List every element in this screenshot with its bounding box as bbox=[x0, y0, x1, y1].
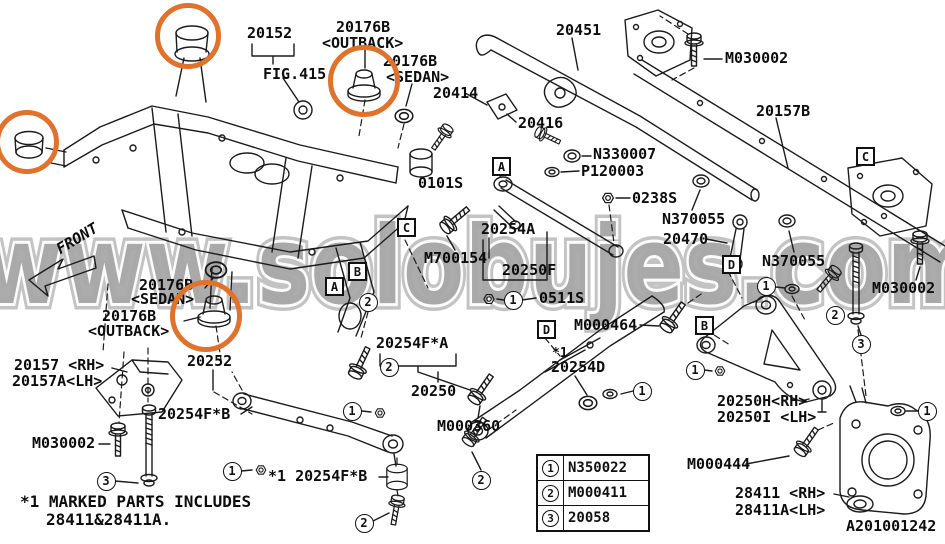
callout-number-1-8: 1 bbox=[756, 276, 776, 296]
part-label-20451-6: 20451 bbox=[556, 21, 602, 39]
part-label-20176b-23: 20176B bbox=[139, 276, 194, 294]
legend-row-20058: 3 20058 bbox=[538, 506, 648, 530]
part-label-p120003-12: P120003 bbox=[581, 162, 645, 180]
callout-number-1-11: 1 bbox=[685, 360, 705, 380]
part-label-20254f-a-32: 20254F*A bbox=[376, 334, 449, 352]
part-label-20250-33: 20250 bbox=[411, 382, 457, 400]
legend-number-3: 3 bbox=[542, 509, 559, 527]
legend-part-number: M000411 bbox=[568, 485, 628, 501]
part-label-20157a-lh-28: 20157A<LH> bbox=[12, 372, 103, 390]
part-label-20470-16: 20470 bbox=[663, 230, 709, 248]
part-label-0101s-13: 0101S bbox=[418, 174, 464, 192]
part-label-0238s-14: 0238S bbox=[632, 189, 678, 207]
callout-letter-C-1: C bbox=[397, 218, 416, 237]
part-label-20157b-10: 20157B bbox=[756, 102, 811, 120]
part-label-28411a-lh-43: 28411A<LH> bbox=[735, 501, 826, 519]
callout-number-3-6: 3 bbox=[96, 471, 116, 491]
part-label-20250i-lh-40: 20250I <LH> bbox=[717, 408, 817, 426]
callout-number-2-5: 2 bbox=[354, 513, 374, 533]
highlight-circle-0 bbox=[155, 3, 221, 69]
callout-letter-B-2: B bbox=[348, 262, 367, 281]
part-label-20254d-36: 20254D bbox=[551, 358, 606, 376]
part-label-20250f-19: 20250F bbox=[502, 261, 557, 279]
part-label-fig-415-1: FIG.415 bbox=[263, 65, 327, 83]
part-label-m030002-22: M030002 bbox=[872, 279, 936, 297]
legend-number-2: 2 bbox=[542, 484, 559, 502]
legend-number-cell: 2 bbox=[538, 481, 564, 505]
part-label-n330007-11: N330007 bbox=[593, 145, 657, 163]
part-label-1-35: *1 bbox=[552, 346, 568, 361]
legend-row-N350022: 1 N350022 bbox=[538, 456, 648, 481]
part-label-n370055-15: N370055 bbox=[662, 210, 726, 228]
highlight-circle-3 bbox=[170, 280, 242, 352]
callout-letter-C-4: C bbox=[856, 147, 875, 166]
part-label-20157-rh-27: 20157 <RH> bbox=[14, 356, 105, 374]
callout-number-2-2: 2 bbox=[379, 357, 399, 377]
part-label-20250h-rh-39: 20250H<RH> bbox=[717, 392, 808, 410]
part-label-m000464-34: M000464 bbox=[574, 316, 638, 334]
part-label-1-20254f-b-38: *1 20254F*B bbox=[268, 467, 368, 485]
part-label-0511s-20: 0511S bbox=[539, 289, 585, 307]
part-label-20416-9: 20416 bbox=[518, 114, 564, 132]
part-label-n370055-21: N370055 bbox=[762, 252, 826, 270]
callout-number-1-3: 1 bbox=[342, 401, 362, 421]
callout-number-2-1: 2 bbox=[358, 292, 378, 312]
part-label-m030002-31: M030002 bbox=[32, 434, 96, 452]
callout-number-1-0: 1 bbox=[503, 290, 523, 310]
callout-letter-A-0: A bbox=[492, 157, 511, 176]
footnote-line1: *1 MARKED PARTS INCLUDES bbox=[20, 492, 252, 511]
part-label-outback-3: <OUTBACK> bbox=[322, 34, 404, 52]
part-label-m030002-7: M030002 bbox=[725, 49, 789, 67]
legend-table: 1 N350022 2 M000411 3 20058 bbox=[536, 454, 650, 532]
callout-number-1-7: 1 bbox=[222, 461, 242, 481]
part-label-20254a-17: 20254A bbox=[481, 220, 536, 238]
part-label-m000444-41: M000444 bbox=[687, 455, 751, 473]
callout-number-1-13: 1 bbox=[917, 401, 937, 421]
callout-letter-D-6: D bbox=[537, 320, 556, 339]
legend-row-M000411: 2 M000411 bbox=[538, 481, 648, 506]
legend-part-number: 20058 bbox=[568, 510, 611, 526]
part-label-sedan-5: <SEDAN> bbox=[386, 68, 450, 86]
callout-number-1-12: 1 bbox=[632, 381, 652, 401]
part-label-20252-29: 20252 bbox=[187, 352, 233, 370]
part-label-outback-26: <OUTBACK> bbox=[88, 322, 170, 340]
highlight-circle-1 bbox=[0, 110, 59, 174]
legend-part-number: N350022 bbox=[568, 460, 628, 476]
legend-number-cell: 1 bbox=[538, 456, 564, 480]
part-label-20414-8: 20414 bbox=[433, 84, 479, 102]
callout-number-3-10: 3 bbox=[851, 334, 871, 354]
legend-number-1: 1 bbox=[542, 459, 559, 477]
watermark-text: www.solobujes.com bbox=[0, 204, 945, 329]
callout-letter-A-3: A bbox=[325, 277, 344, 296]
footnote-line2: 28411&28411A. bbox=[46, 510, 172, 529]
part-label-m000360-37: M000360 bbox=[437, 417, 501, 435]
part-label-20254f-b-30: 20254F*B bbox=[158, 405, 231, 423]
part-label-20176b-25: 20176B bbox=[102, 307, 157, 325]
callout-letter-D-7: D bbox=[722, 255, 741, 274]
diagram-code: A201001242 bbox=[846, 517, 937, 535]
callout-letter-B-5: B bbox=[695, 316, 714, 335]
legend-number-cell: 3 bbox=[538, 506, 564, 530]
highlight-circle-2 bbox=[328, 45, 400, 117]
part-label-28411-rh-42: 28411 <RH> bbox=[735, 484, 826, 502]
callout-number-2-4: 2 bbox=[471, 470, 491, 490]
part-label-20152-0: 20152 bbox=[247, 24, 293, 42]
callout-number-2-9: 2 bbox=[825, 305, 845, 325]
part-label-m700154-18: M700154 bbox=[424, 249, 488, 267]
part-label-20176b-2: 20176B bbox=[336, 18, 391, 36]
